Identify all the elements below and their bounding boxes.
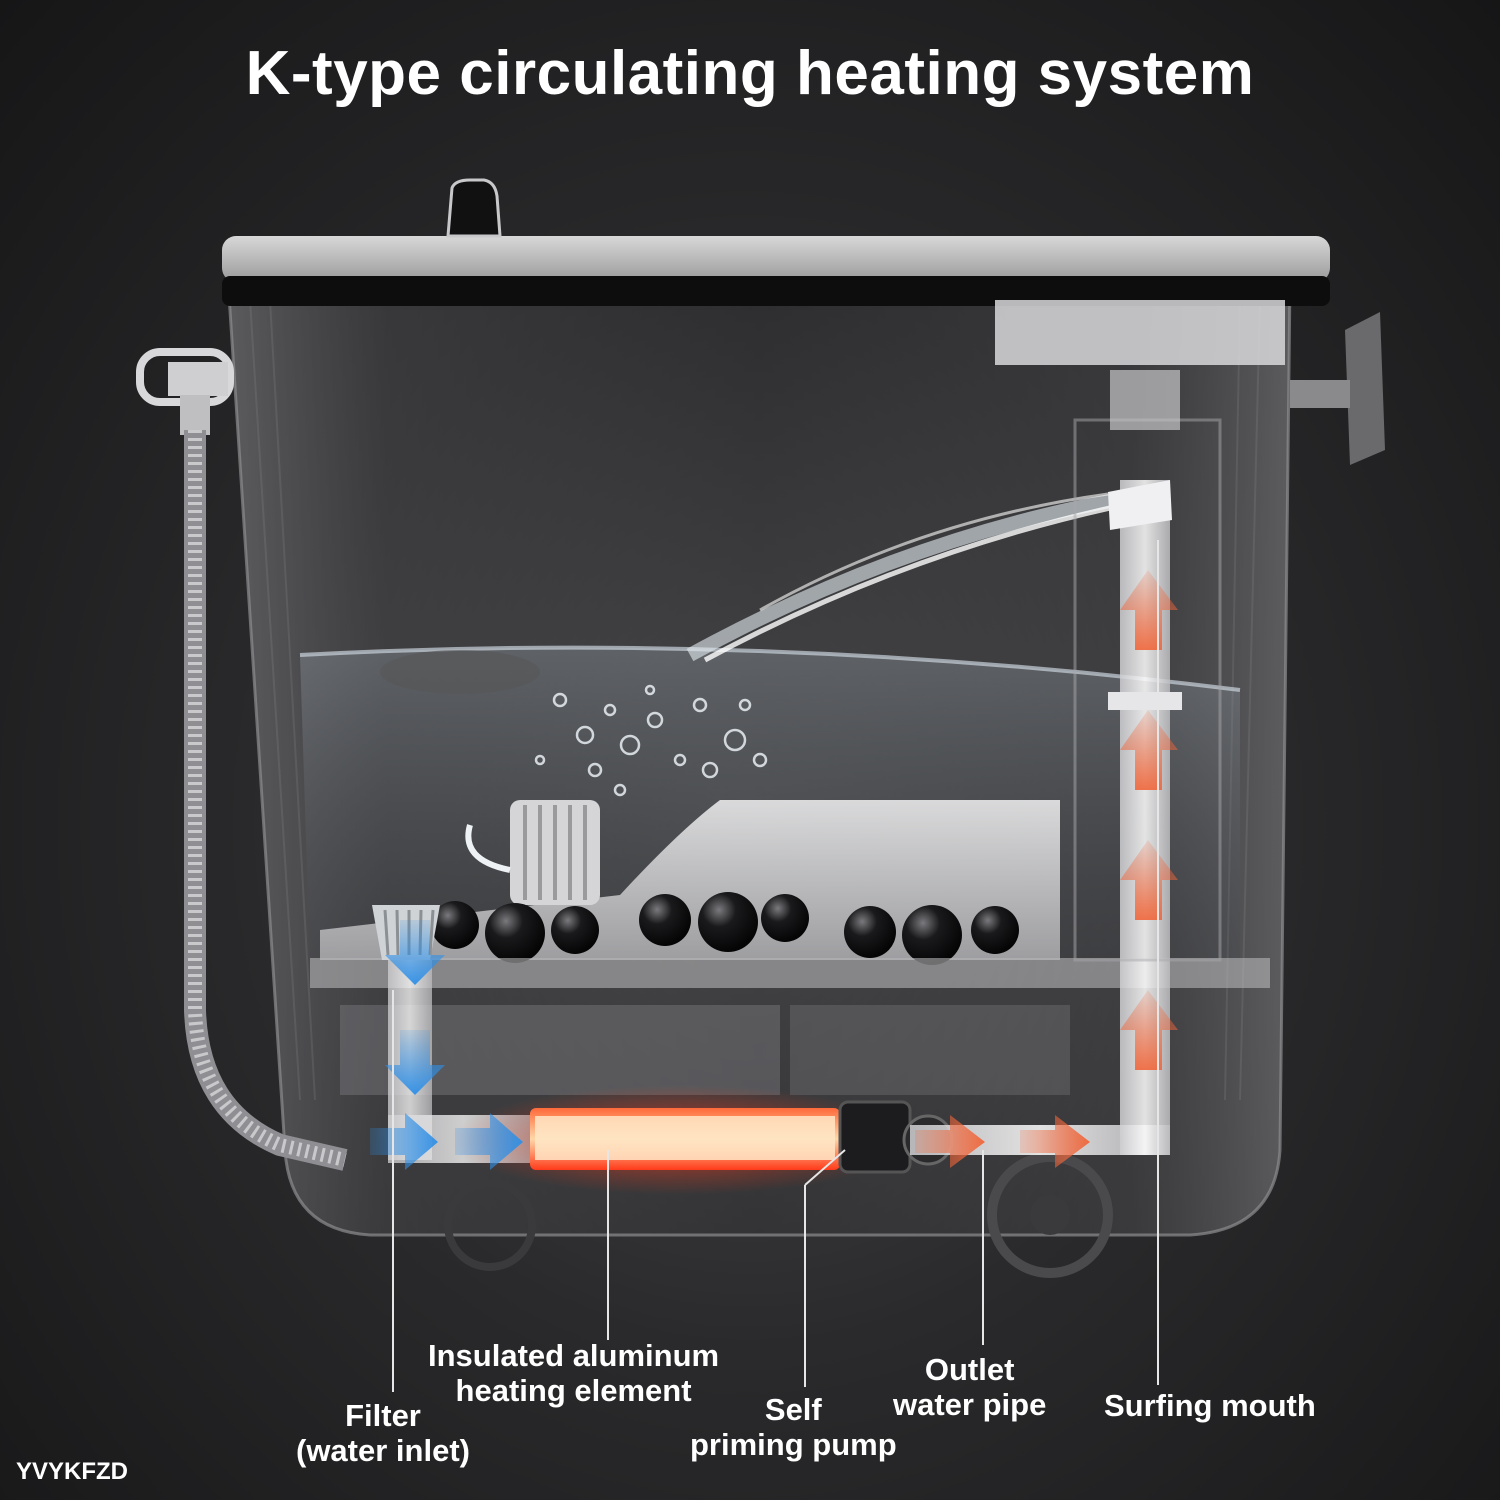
label-pump: Self priming pump (690, 1392, 897, 1462)
diagram-title: K-type circulating heating system (245, 39, 1255, 108)
lid (222, 236, 1330, 282)
hot-flow-arrows (915, 570, 1178, 1168)
massage-balls (431, 892, 1019, 965)
bubbles (534, 684, 768, 797)
base-shelf (310, 958, 1270, 988)
roller-cap (465, 800, 600, 905)
surfing-mouth (1108, 480, 1172, 530)
label-filter: Filter (water inlet) (296, 1398, 470, 1468)
label-heating-element: Insulated aluminum heating element (428, 1338, 720, 1408)
leader-lines (392, 540, 1159, 1392)
self-priming-pump (838, 1100, 912, 1174)
pump-motor (987, 1152, 1113, 1278)
water-stream (686, 493, 1117, 662)
label-outlet-pipe: Outlet water pipe (893, 1352, 1047, 1422)
lid-knob (446, 178, 502, 238)
cold-flow-arrows (370, 920, 523, 1170)
brand-watermark: YVYKFZD (16, 1458, 129, 1485)
label-surfing-mouth: Surfing mouth (1104, 1388, 1316, 1423)
side-handle (1345, 312, 1385, 465)
control-panel (995, 300, 1285, 365)
